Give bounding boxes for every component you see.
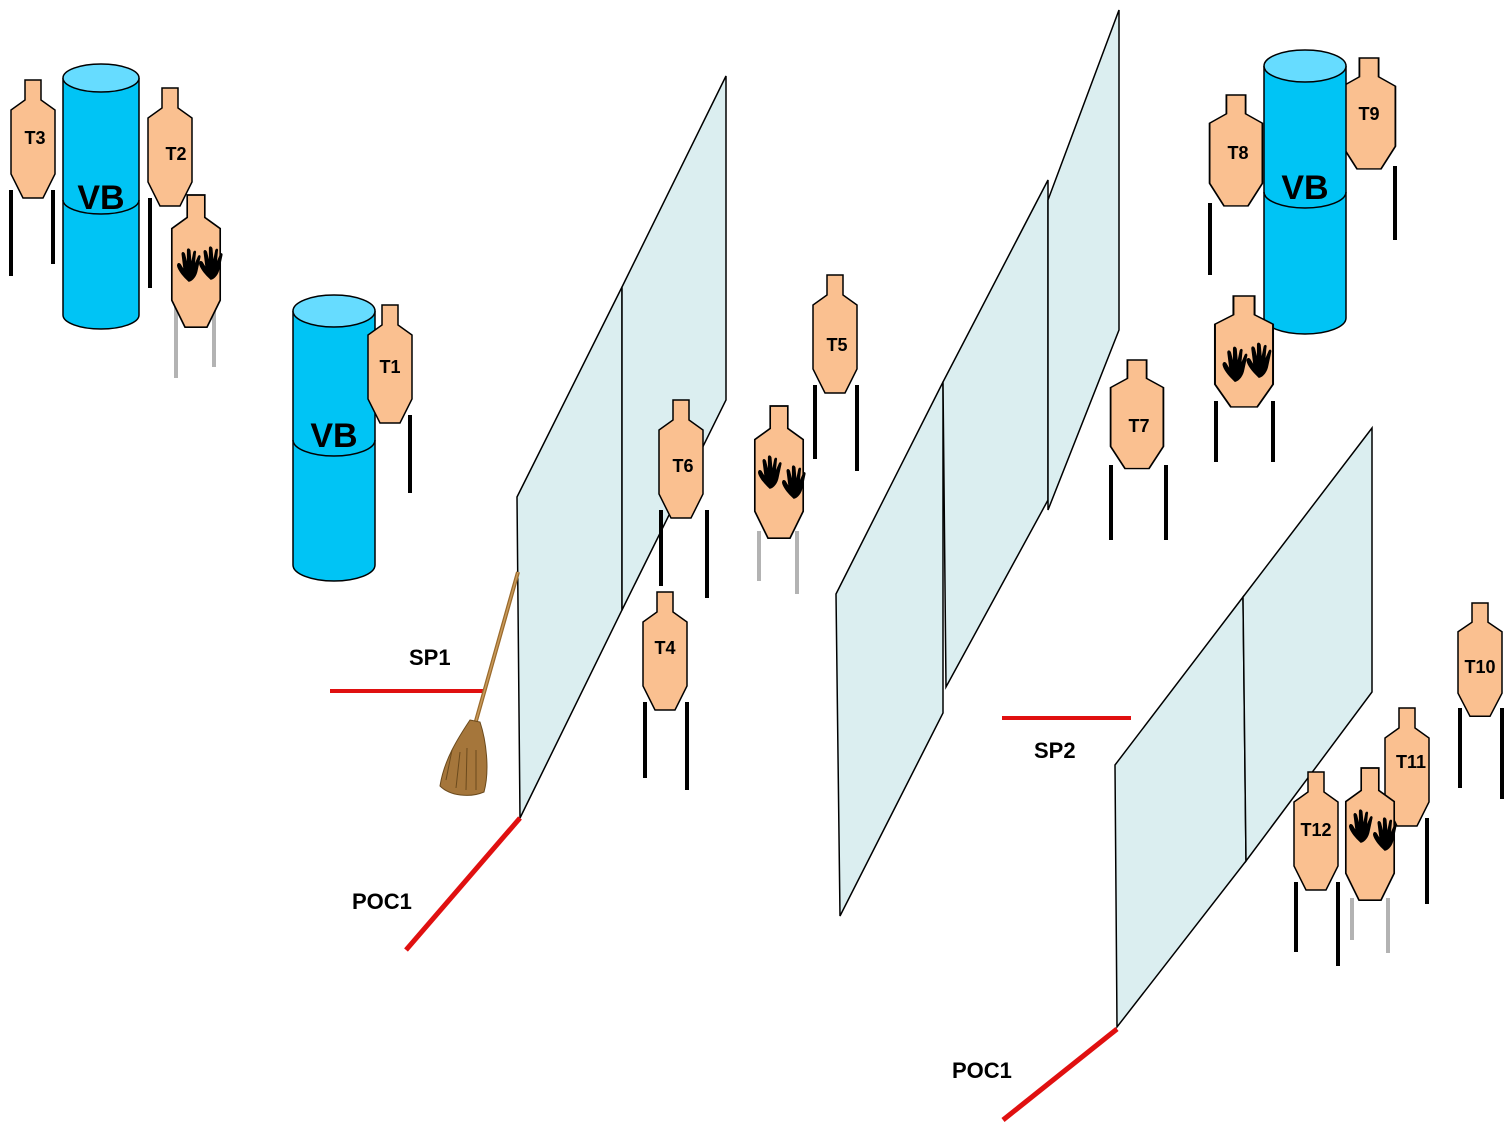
barrel-label: VB (310, 417, 357, 455)
target-t7: T7 (1109, 359, 1168, 540)
poc1-label-a: POC1 (352, 889, 412, 914)
barrel-2: VB (292, 294, 376, 582)
target-t6: T6 (658, 399, 709, 598)
target-label: T1 (379, 357, 400, 377)
target-label: T10 (1464, 657, 1495, 677)
target-label: T12 (1300, 820, 1331, 840)
target-label: T6 (672, 456, 693, 476)
target-t5: T5 (812, 274, 859, 471)
no-shoot-target-2 (753, 405, 806, 594)
target-label: T2 (165, 144, 186, 164)
broom-icon (439, 571, 520, 796)
barrel-label: VB (77, 179, 124, 217)
wall-2 (835, 9, 1120, 917)
sp1-label: SP1 (409, 645, 451, 670)
poc1-label-b: POC1 (952, 1058, 1012, 1083)
sp2-label: SP2 (1034, 738, 1076, 763)
target-t3: T3 (9, 79, 56, 276)
no-shoot-target-4 (1344, 767, 1397, 953)
no-shoot-target-3 (1213, 295, 1275, 462)
barrel-3: VB (1263, 49, 1347, 335)
target-t4: T4 (642, 591, 689, 790)
target-t10: T10 (1457, 602, 1504, 799)
target-label: T7 (1128, 416, 1149, 436)
poc1-line-a (404, 816, 522, 952)
target-t2: T2 (147, 87, 193, 288)
target-label: T5 (826, 335, 847, 355)
target-t1: T1 (367, 304, 413, 493)
target-label: T3 (24, 128, 45, 148)
poc1-line-b (1001, 1027, 1119, 1122)
barrel-label: VB (1281, 169, 1328, 207)
wall-1 (516, 75, 727, 819)
target-label: T9 (1358, 104, 1379, 124)
target-label: T4 (654, 638, 675, 658)
target-t12: T12 (1293, 771, 1340, 966)
target-label: T11 (1396, 752, 1426, 772)
target-t9: T9 (1341, 57, 1397, 240)
target-t8: T8 (1208, 94, 1264, 275)
wall-3 (1114, 425, 1373, 1030)
target-label: T8 (1227, 143, 1248, 163)
barrel-1: VB (62, 63, 140, 330)
target-t11: T11 (1384, 707, 1430, 904)
no-shoot-target-1 (170, 194, 223, 378)
